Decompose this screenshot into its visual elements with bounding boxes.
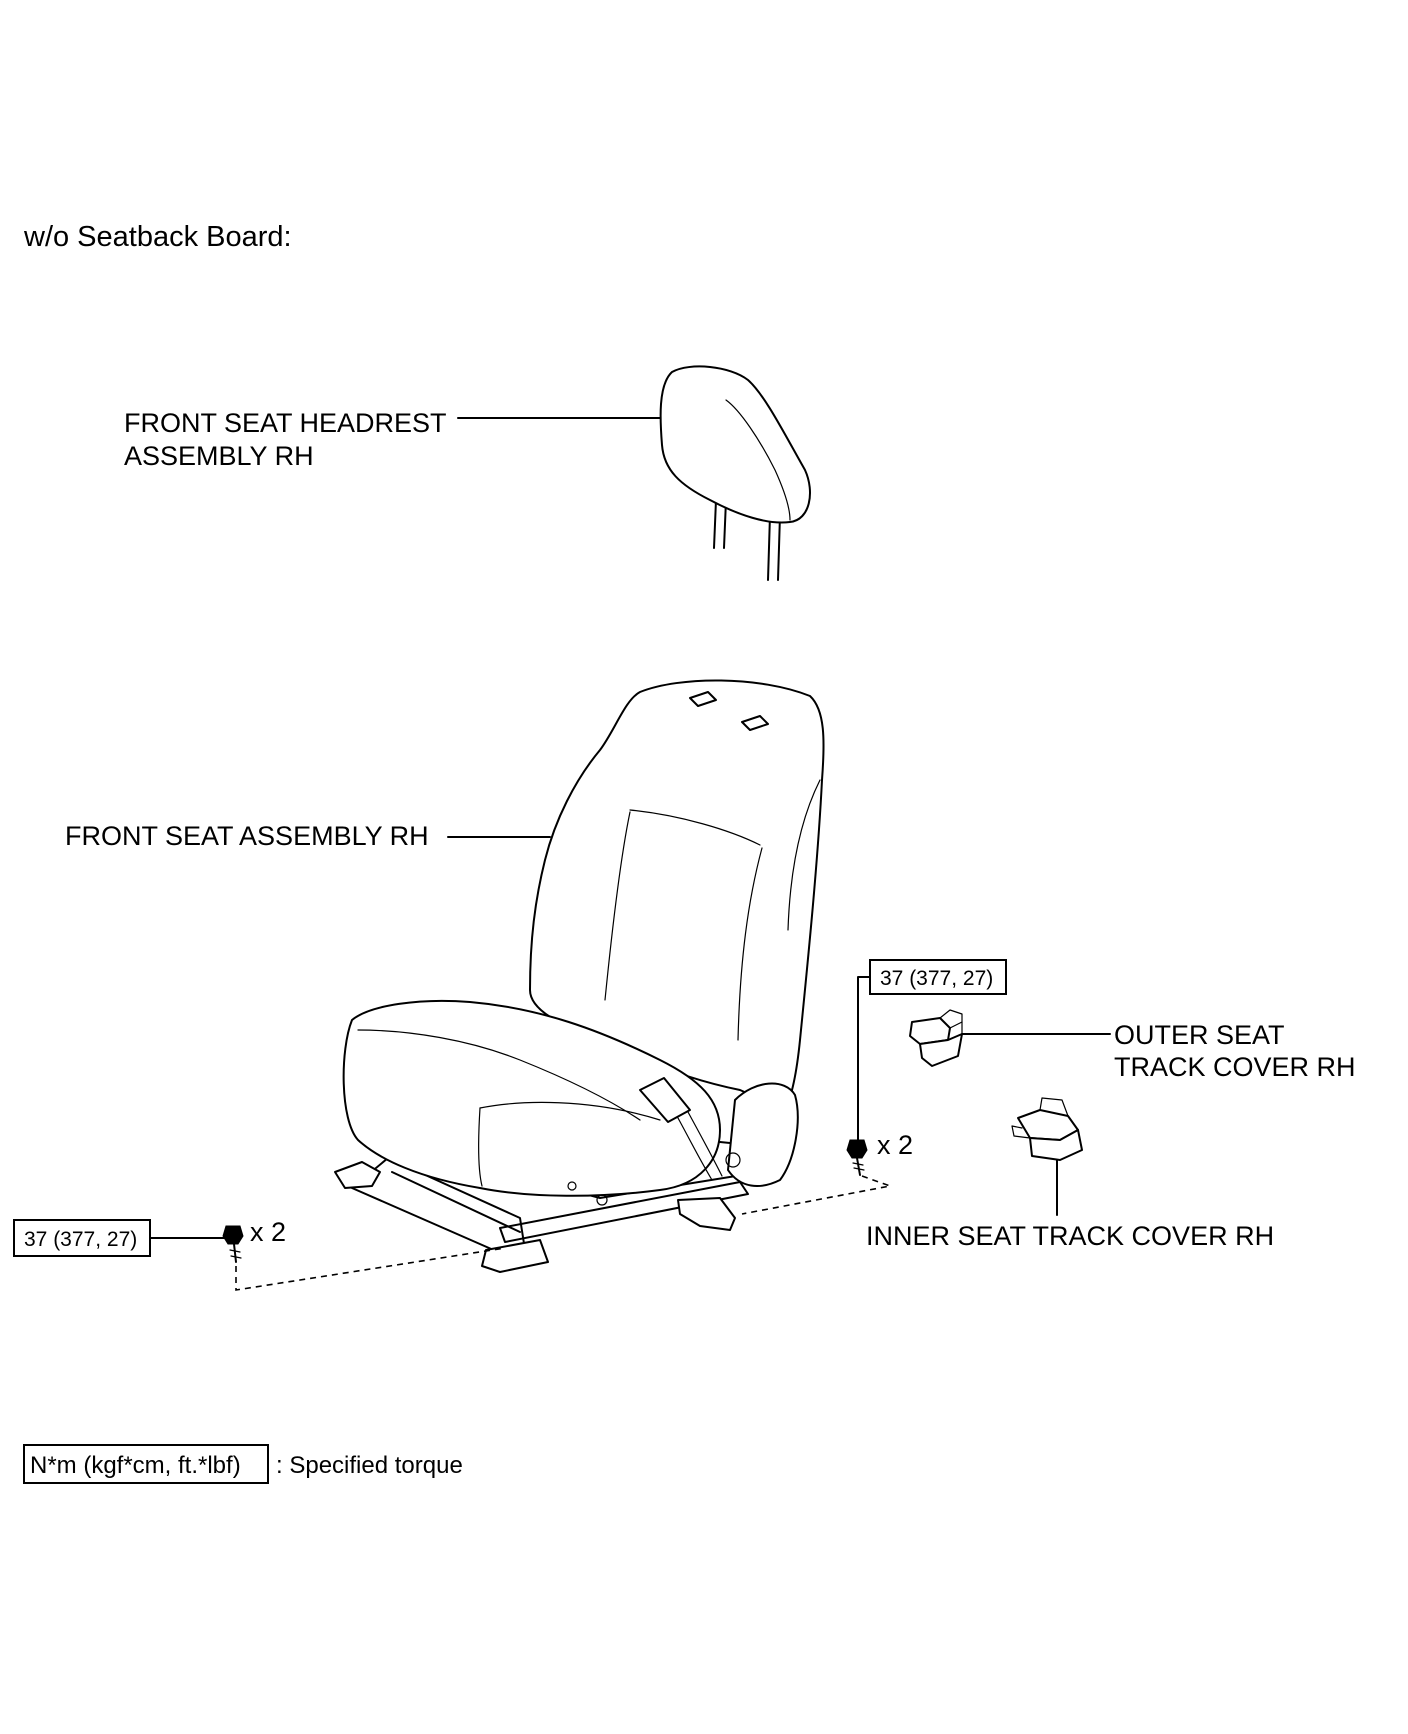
inner-cover-label: INNER SEAT TRACK COVER RH bbox=[866, 1221, 1274, 1251]
bolt-icon bbox=[222, 1225, 244, 1263]
diagram-title: w/o Seatback Board: bbox=[23, 221, 292, 253]
seat-assembly-label: FRONT SEAT ASSEMBLY RH bbox=[65, 821, 429, 851]
torque-value-right: 37 (377, 27) bbox=[880, 967, 993, 990]
torque-box-left: 37 (377, 27) bbox=[13, 1219, 151, 1257]
inner-track-cover-icon bbox=[1011, 1097, 1083, 1161]
bolt-icon bbox=[846, 1139, 868, 1176]
front-seat-icon bbox=[334, 679, 825, 1273]
torque-legend: N*m (kgf*cm, ft.*lbf) : Specified torque bbox=[23, 1444, 463, 1484]
bolt-qty-left: x 2 bbox=[250, 1217, 286, 1247]
headrest-label-line2: ASSEMBLY RH bbox=[124, 441, 314, 471]
torque-box-right: 37 (377, 27) bbox=[869, 959, 1007, 995]
mount-dashed-line-left bbox=[235, 1247, 506, 1291]
outer-track-cover-icon bbox=[909, 1009, 963, 1067]
outer-cover-label: OUTER SEAT bbox=[1114, 1020, 1285, 1050]
outer-cover-label-line2: TRACK COVER RH bbox=[1114, 1052, 1356, 1082]
torque-leader-right bbox=[857, 976, 871, 1151]
torque-value-left: 37 (377, 27) bbox=[24, 1228, 137, 1251]
legend-unit-box: N*m (kgf*cm, ft.*lbf) bbox=[30, 1452, 241, 1479]
headrest-label: FRONT SEAT HEADREST bbox=[124, 408, 447, 438]
legend-description: : Specified torque bbox=[276, 1452, 463, 1479]
headrest-icon bbox=[659, 365, 811, 581]
bolt-qty-right: x 2 bbox=[877, 1130, 913, 1160]
